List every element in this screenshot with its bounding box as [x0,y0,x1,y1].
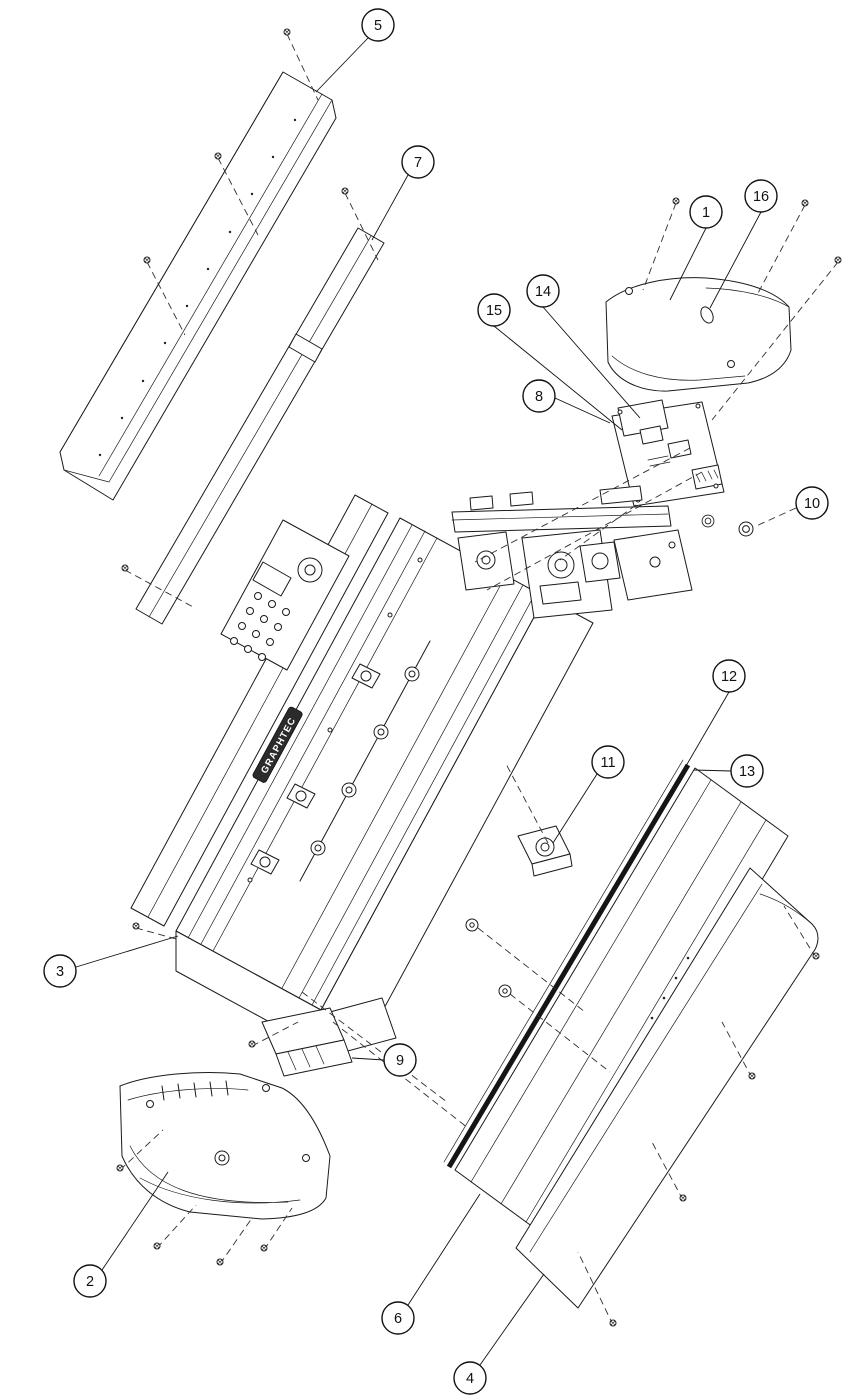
svg-text:8: 8 [535,389,543,405]
keypad-buttons [230,592,290,661]
callout-9: 9 [383,1043,417,1077]
callout-16: 16 [744,179,778,213]
callout-10: 10 [795,486,829,520]
svg-text:16: 16 [753,189,769,205]
part-right-side-cover [605,277,792,392]
cover-hole [700,306,714,324]
vent-slots [161,1080,229,1101]
callout-14: 14 [526,274,560,308]
svg-text:10: 10 [804,496,820,512]
control-panel [220,519,350,671]
svg-text:6: 6 [394,1311,402,1327]
callout-1: 1 [689,195,723,229]
grit-strip [446,763,691,1169]
svg-text:15: 15 [486,303,502,319]
part-tool-carriage [451,485,693,619]
pinch-roller-assembly [250,663,381,875]
lcd-display [252,561,292,597]
svg-text:11: 11 [600,755,615,771]
callout-3: 3 [43,954,77,988]
part-front-cover [515,867,819,1309]
callout-7: 7 [401,145,435,179]
callout-8: 8 [522,379,556,413]
part-main-board [611,399,725,507]
callout-5: 5 [361,8,395,42]
svg-text:13: 13 [739,764,755,780]
part-left-side-cover [119,1072,331,1220]
part-roller-block [517,825,573,877]
part-top-cover [59,71,337,501]
callout-15: 15 [477,293,511,327]
part-rear-panel [135,227,385,625]
svg-text:12: 12 [721,669,737,685]
svg-text:4: 4 [466,1371,474,1387]
svg-text:2: 2 [86,1274,94,1290]
svg-text:14: 14 [535,284,551,300]
callout-leaders [75,37,762,1366]
top-cover-vent-dots [98,118,297,457]
callout-6: 6 [381,1301,415,1335]
callout-4: 4 [453,1361,487,1395]
svg-text:5: 5 [374,18,382,34]
svg-text:3: 3 [56,964,64,980]
svg-text:9: 9 [396,1053,404,1069]
part-small-box [261,1007,353,1077]
drive-shaft [299,640,431,882]
svg-text:7: 7 [414,155,422,171]
callout-2: 2 [73,1264,107,1298]
callout-11: 11 [591,745,625,779]
callout-13: 13 [730,754,764,788]
callout-12: 12 [712,659,746,693]
svg-text:1: 1 [702,205,710,221]
part-chassis [175,517,594,1053]
